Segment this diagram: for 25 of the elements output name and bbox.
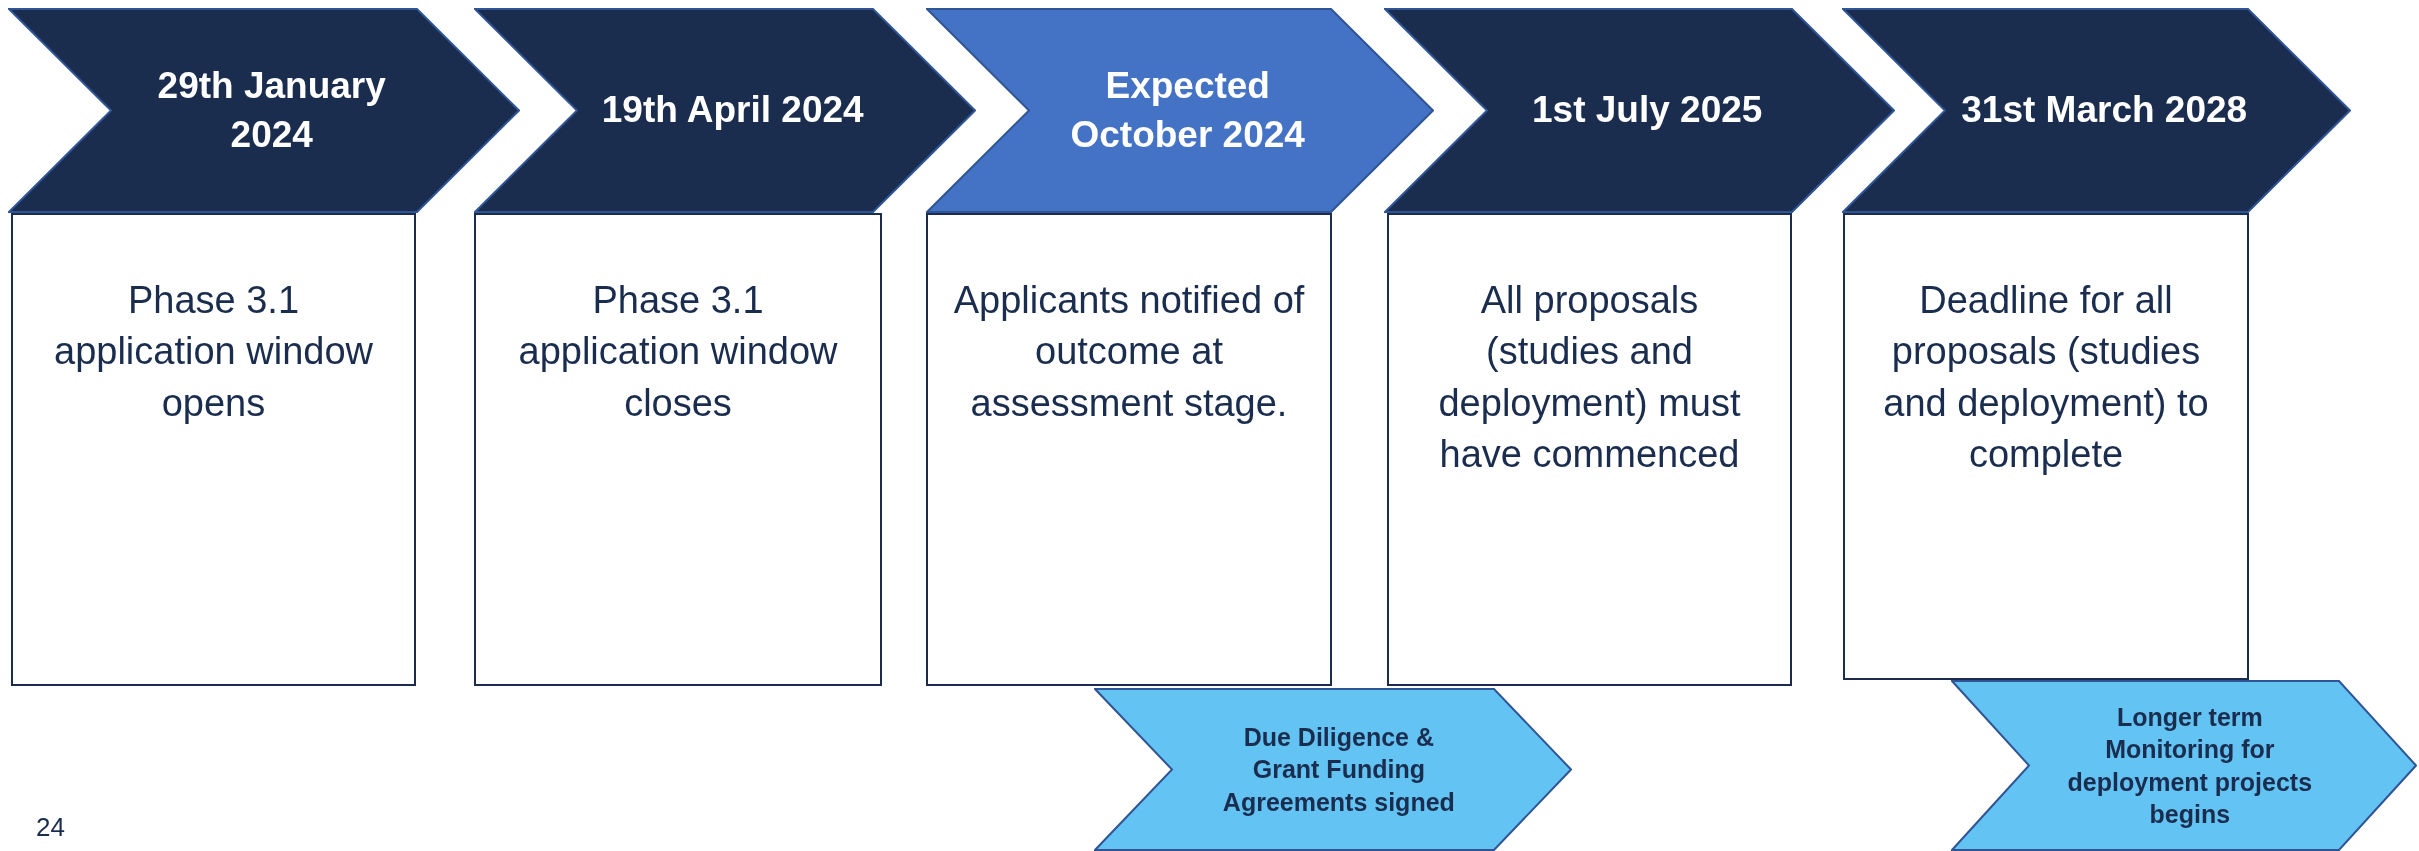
chevron-banner (8, 8, 520, 213)
date-label: 1st July 2025 (1532, 88, 1763, 133)
chevron-banner (1842, 8, 2351, 213)
chevron-banner (474, 8, 976, 213)
chevron-banner (1384, 8, 1895, 213)
description-box (474, 213, 882, 686)
date-label: Expected October 2024 (1069, 64, 1306, 157)
description-box (11, 213, 416, 686)
description-box (1843, 213, 2249, 680)
description-text: Phase 3.1 application window closes (517, 278, 839, 426)
stage-label: Longer term Monitoring for deployment projects begins (2066, 701, 2314, 830)
page-number: 24 (36, 812, 65, 843)
chevron-banner (926, 8, 1434, 213)
description-text: Phase 3.1 application window opens (53, 278, 374, 426)
date-label: 29th January 2024 (156, 64, 387, 157)
date-label: 19th April 2024 (601, 88, 864, 133)
stage-label: Due Diligence & Grant Funding Agreements signed (1221, 721, 1456, 818)
description-text: All proposals (studies and deployment) must have commenced (1437, 278, 1742, 477)
chevron-banner (1094, 688, 1572, 851)
chevron-banner (1951, 680, 2417, 851)
description-box (926, 213, 1332, 686)
description-text: Deadline for all proposals (studies and deployment) to complete (1882, 278, 2210, 477)
description-text: Applicants notified of outcome at assessment stage. (952, 278, 1306, 426)
date-label: 31st March 2028 (1961, 88, 2248, 133)
description-box (1387, 213, 1792, 686)
